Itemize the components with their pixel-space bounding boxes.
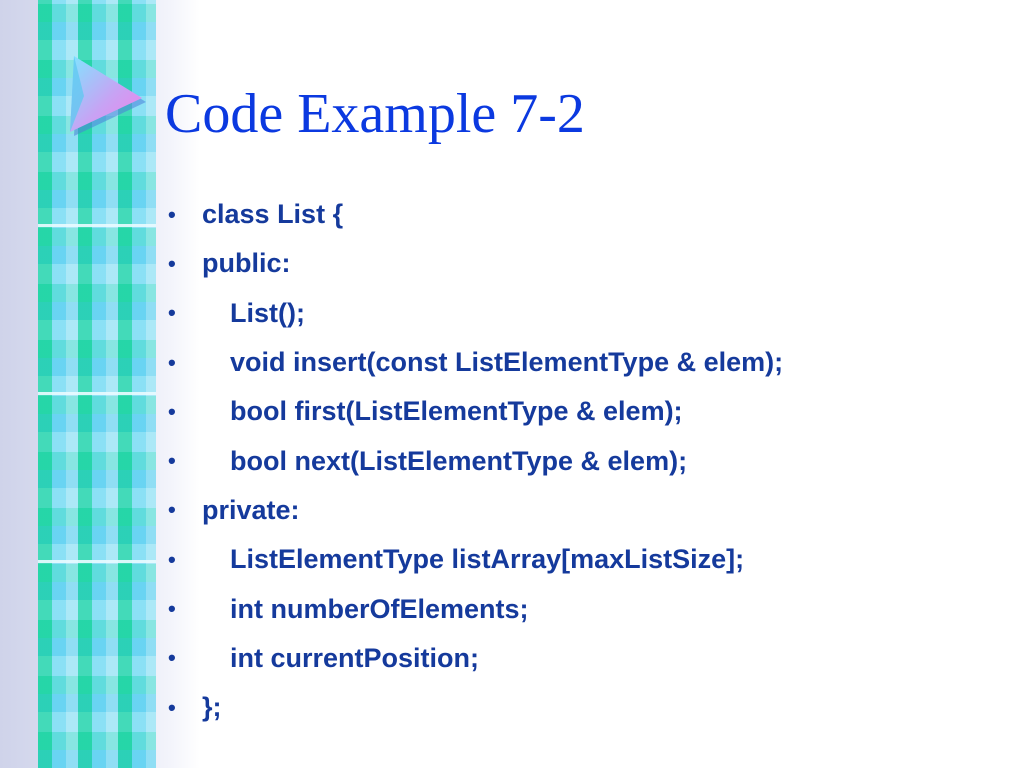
code-line-text: int currentPosition; (230, 642, 479, 673)
code-line: • ListElementType listArray[maxListSize]; (160, 535, 783, 584)
bullet-dot: • (168, 596, 176, 622)
code-line-text: public: (202, 248, 291, 279)
code-line: • public: (160, 239, 783, 288)
bullet-dot: • (168, 398, 176, 424)
code-line-text: class List { (202, 199, 344, 230)
bullet-dot: • (168, 645, 176, 671)
code-line: • bool first(ListElementType & elem); (160, 387, 783, 436)
bullet-dot: • (168, 694, 176, 720)
code-line-text: void insert(const ListElementType & elem… (230, 347, 784, 378)
code-bullet-list: • class List { • public: • List(); • void inser… (160, 190, 783, 732)
code-line: • int numberOfElements; (160, 584, 783, 633)
code-line-text: ListElementType listArray[maxListSize]; (230, 544, 745, 575)
bullet-dot: • (168, 300, 176, 326)
code-line-text: int numberOfElements; (230, 593, 529, 624)
decorative-mosaic-strip (38, 0, 156, 768)
bullet-dot: • (168, 349, 176, 375)
code-line-text: private: (202, 494, 300, 525)
code-line: • bool next(ListElementType & elem); (160, 436, 783, 485)
code-line: • class List { (160, 190, 783, 239)
bullet-dot: • (168, 250, 176, 276)
strip-band (38, 224, 156, 227)
code-line: • List(); (160, 289, 783, 338)
code-line: •}; (160, 683, 783, 732)
code-line-text: bool first(ListElementType & elem); (230, 396, 683, 427)
code-line-text: }; (202, 692, 222, 723)
code-line: • void insert(const ListElementType & ele… (160, 338, 783, 387)
bullet-dot: • (168, 497, 176, 523)
code-line: • int currentPosition; (160, 634, 783, 683)
strip-band (38, 392, 156, 395)
strip-band (38, 560, 156, 563)
bullet-dot: • (168, 546, 176, 572)
slide-title: Code Example 7-2 (165, 83, 585, 145)
bullet-dot: • (168, 201, 176, 227)
code-line-text: List(); (230, 297, 305, 328)
code-line: • private: (160, 486, 783, 535)
triangle-arrow-icon (70, 56, 146, 136)
bullet-dot: • (168, 448, 176, 474)
code-line-text: bool next(ListElementType & elem); (230, 445, 688, 476)
